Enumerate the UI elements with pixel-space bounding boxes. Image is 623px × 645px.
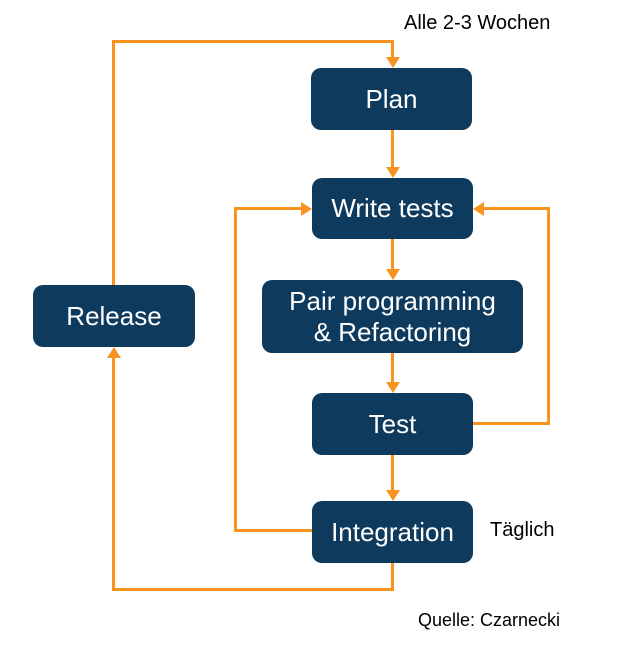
connector-integration-release-vertical-right: [391, 563, 394, 591]
node-test-label: Test: [368, 408, 417, 439]
connector-release-plan-vertical-right: [391, 40, 394, 59]
arrowhead-into-test-icon: [386, 382, 400, 393]
node-integration-label: Integration: [331, 516, 454, 547]
arrowhead-into-pair-icon: [386, 269, 400, 280]
node-release: Release: [33, 285, 195, 347]
node-plan: Plan: [311, 68, 472, 130]
connector-test-integration: [391, 455, 394, 491]
node-pair-programming-label: Pair programming & Refactoring: [289, 285, 496, 347]
node-test: Test: [312, 393, 473, 455]
connector-test-writetests-vertical: [547, 207, 550, 425]
arrowhead-into-integration-icon: [386, 490, 400, 501]
connector-integration-release-vertical-left: [112, 358, 115, 591]
connector-integration-release-horizontal-bottom: [112, 588, 394, 591]
connector-integration-writetests-bottom: [235, 529, 312, 532]
connector-integration-writetests-top: [234, 207, 301, 210]
node-write-tests: Write tests: [312, 178, 473, 239]
arrowhead-into-writetests-left-icon: [301, 202, 312, 216]
cycle-frequency-label: Alle 2-3 Wochen: [404, 12, 551, 34]
node-release-label: Release: [66, 300, 162, 331]
node-integration: Integration: [312, 501, 473, 563]
connector-release-plan-horizontal-top: [112, 40, 394, 43]
connector-writetests-pair: [391, 239, 394, 270]
connector-integration-writetests-vertical: [234, 207, 237, 532]
connector-test-writetests-top: [484, 207, 550, 210]
arrowhead-into-writetests-top-icon: [386, 167, 400, 178]
arrowhead-into-plan-icon: [386, 57, 400, 68]
connector-plan-writetests: [391, 130, 394, 168]
node-pair-programming: Pair programming & Refactoring: [262, 280, 523, 353]
arrowhead-into-release-icon: [107, 347, 121, 358]
connector-test-writetests-bottom: [473, 422, 550, 425]
connector-pair-test: [391, 353, 394, 383]
node-write-tests-label: Write tests: [331, 193, 454, 224]
connector-release-plan-vertical-left: [112, 40, 115, 285]
node-plan-label: Plan: [365, 83, 418, 114]
source-credit-label: Quelle: Czarnecki: [418, 610, 561, 630]
daily-frequency-label: Täglich: [490, 519, 555, 541]
arrowhead-into-writetests-right-icon: [473, 202, 484, 216]
